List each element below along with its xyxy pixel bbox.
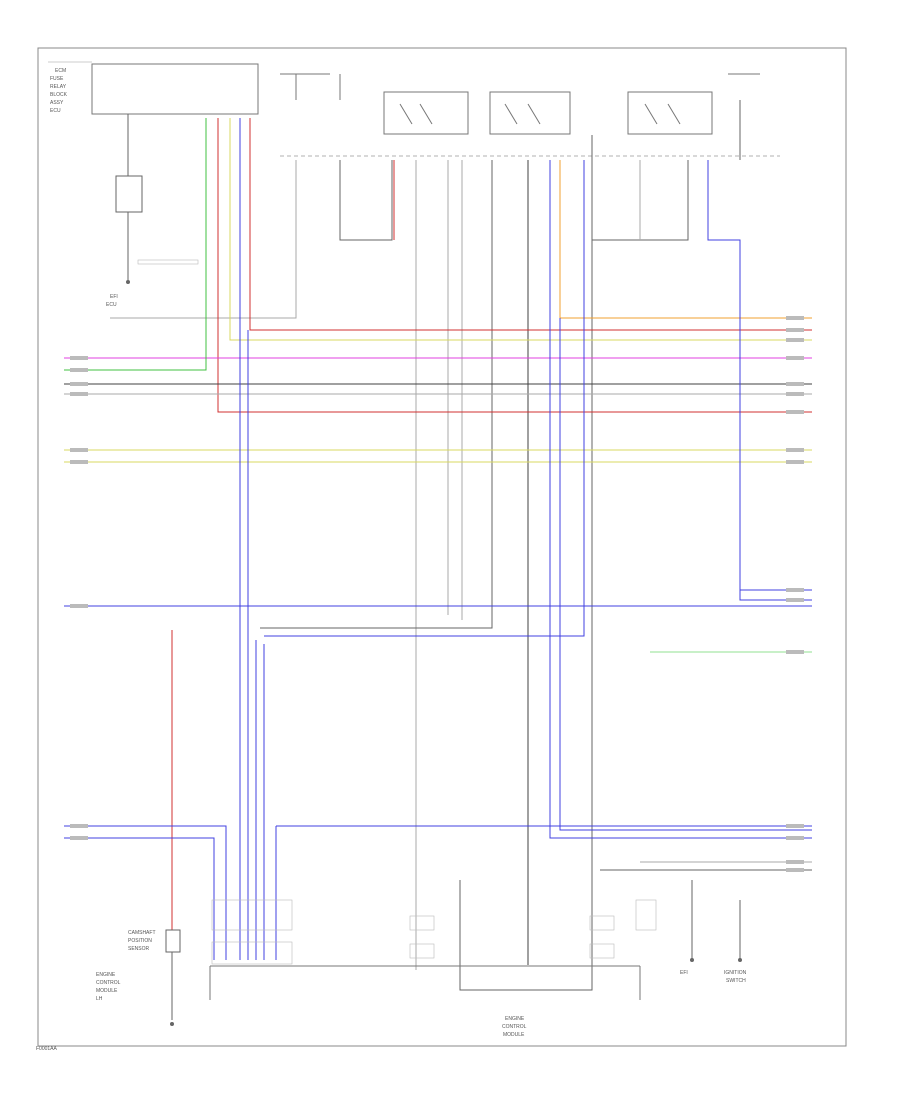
footer-code: F0001AA (36, 1046, 57, 1052)
svg-text:MODULE: MODULE (96, 988, 118, 994)
svg-text:SWITCH: SWITCH (726, 978, 746, 984)
right-wire-end-labels (786, 316, 804, 872)
relay-2-box (489, 91, 571, 135)
svg-text:ECM: ECM (55, 68, 66, 74)
sensor-component: EFI ECU (106, 114, 199, 308)
neutral-horizontal-wires (64, 383, 812, 871)
svg-text:FUSE: FUSE (50, 76, 64, 82)
svg-text:ENGINE: ENGINE (505, 1016, 525, 1022)
svg-text:POSITION: POSITION (128, 938, 152, 944)
svg-text:CAMSHAFT: CAMSHAFT (128, 930, 156, 936)
svg-text:ENGINE: ENGINE (96, 972, 116, 978)
relay-1-box (383, 91, 469, 135)
svg-text:LH: LH (96, 996, 103, 1002)
svg-text:ASSY: ASSY (50, 100, 64, 106)
red-wires (171, 118, 812, 930)
blue-wires (64, 118, 812, 960)
svg-text:EFI: EFI (110, 294, 118, 300)
orange-wires (559, 160, 812, 319)
svg-text:CONTROL: CONTROL (96, 980, 121, 986)
svg-text:ECU: ECU (106, 302, 117, 308)
bottom-connector-bank (209, 899, 657, 1000)
relay-3-box (627, 91, 713, 135)
svg-text:SENSOR: SENSOR (128, 946, 150, 952)
green-wires (64, 118, 812, 653)
svg-text:IGNITION: IGNITION (724, 970, 747, 976)
svg-text:CONTROL: CONTROL (502, 1024, 527, 1030)
left-wire-end-labels (70, 356, 88, 840)
top-left-module: ECM FUSE RELAY BLOCK ASSY ECU (48, 61, 259, 115)
vertical-wires-neutral (110, 100, 741, 991)
svg-text:EFI: EFI (680, 970, 688, 976)
svg-text:RELAY: RELAY (50, 84, 67, 90)
diagram-frame (37, 47, 847, 1047)
bottom-right-grounds: EFI IGNITION SWITCH (680, 880, 747, 984)
yellow-wires (64, 118, 812, 463)
svg-text:ECU: ECU (50, 108, 61, 114)
svg-text:MODULE: MODULE (503, 1032, 525, 1038)
bottom-center-label: ENGINE CONTROL MODULE (502, 1016, 527, 1038)
top-relay-area (280, 73, 780, 157)
bottom-left-sensor: CAMSHAFT POSITION SENSOR ENGINE CONTROL … (96, 929, 181, 1026)
svg-text:BLOCK: BLOCK (50, 92, 68, 98)
